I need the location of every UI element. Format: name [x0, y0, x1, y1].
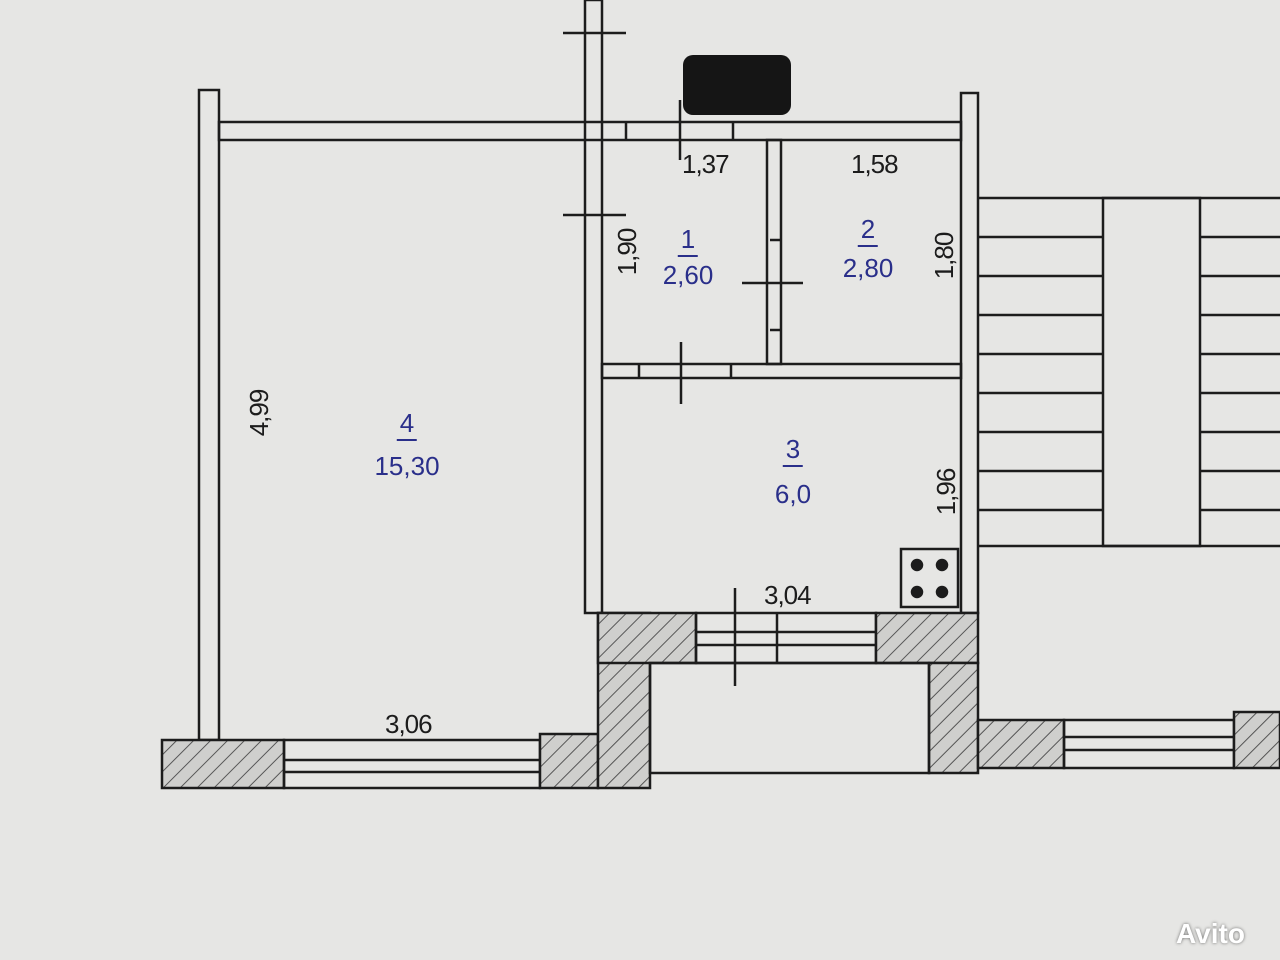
stove-icon	[899, 547, 960, 609]
wall-top	[217, 120, 963, 142]
wall-bottom	[160, 611, 1280, 790]
wall-partition-kitchen	[600, 362, 963, 380]
wall-right	[959, 91, 980, 615]
wall-partition-main	[583, 0, 604, 615]
wall-left	[197, 88, 221, 742]
stairwell	[978, 196, 1280, 548]
